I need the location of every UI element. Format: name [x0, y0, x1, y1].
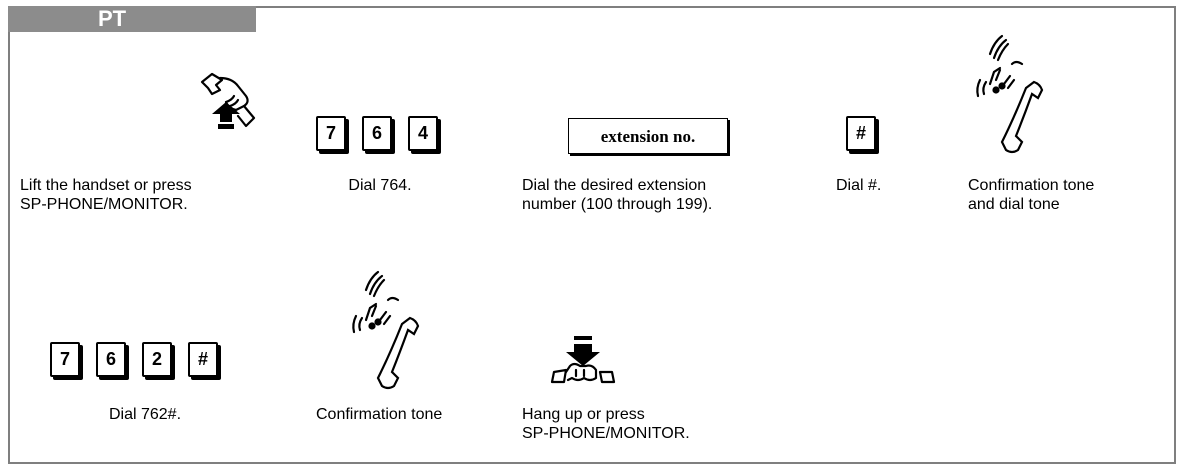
- caption-lift-handset: Lift the handset or press SP-PHONE/MONIT…: [20, 177, 192, 213]
- key-6: 6: [362, 116, 392, 151]
- key-7: 7: [316, 116, 346, 151]
- caption-dial-762-hash: Dial 762#.: [108, 406, 182, 423]
- pt-tab: PT: [8, 6, 256, 32]
- top-rule: [256, 6, 1176, 8]
- caption-dial-hash: Dial #.: [836, 177, 882, 194]
- key-hash: #: [846, 116, 876, 151]
- hang-up-icon: [550, 336, 616, 384]
- caption-hang-up: Hang up or press SP-PHONE/MONITOR.: [522, 406, 690, 442]
- key-4: 4: [408, 116, 438, 151]
- lift-handset-icon: [200, 72, 256, 129]
- key-2: 2: [142, 342, 172, 377]
- key-hash: #: [188, 342, 218, 377]
- key-6: 6: [96, 342, 126, 377]
- ringing-receiver-icon: [352, 270, 420, 390]
- ringing-receiver-icon: [976, 34, 1044, 154]
- caption-dial-764: Dial 764.: [348, 177, 412, 194]
- caption-extension-number: Dial the desired extension number (100 t…: [522, 177, 713, 213]
- key-7: 7: [50, 342, 80, 377]
- caption-confirmation-dial-tone: Confirmation tone and dial tone: [968, 177, 1095, 213]
- caption-confirmation-tone: Confirmation tone: [316, 406, 443, 423]
- extension-number-box: extension no.: [568, 118, 728, 154]
